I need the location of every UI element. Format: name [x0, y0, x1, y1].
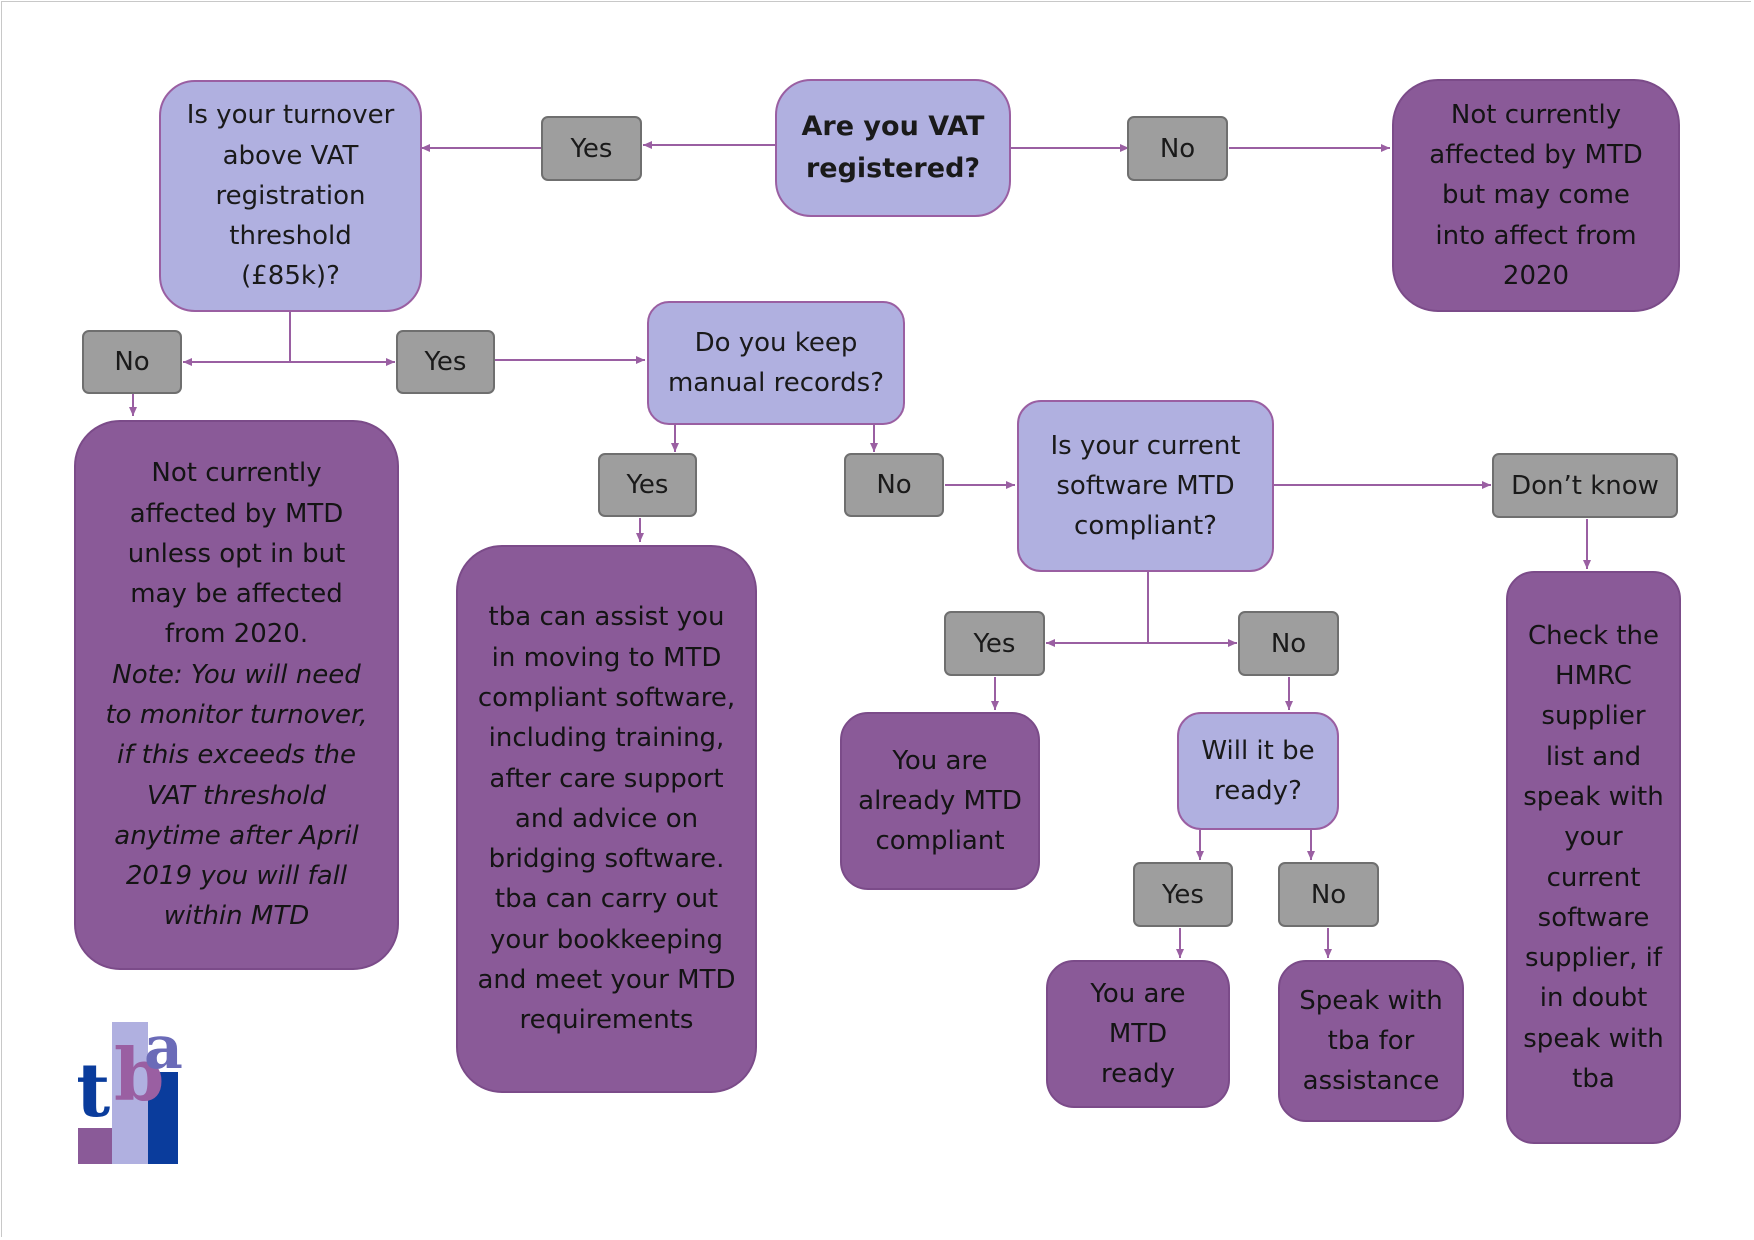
answer-vat-no: No	[1127, 116, 1228, 181]
answer-software-dontknow: Don’t know	[1492, 453, 1678, 518]
question-turnover-text: Is your turnover above VAT registration …	[186, 100, 395, 292]
svg-text:b: b	[114, 1032, 164, 1117]
answer-ready-yes: Yes	[1133, 862, 1233, 927]
answer-manual-yes: Yes	[598, 453, 697, 517]
outcome-not-affected-opt-in: Not currently affected by MTD unless opt…	[74, 420, 399, 970]
outcome-already-compliant: You are already MTD compliant	[840, 712, 1040, 890]
outcome-check-hmrc: Check the HMRC supplier list and speak w…	[1506, 571, 1681, 1144]
answer-label: No	[1159, 133, 1196, 164]
tba-logo: t b a	[76, 1013, 183, 1164]
answer-label: Yes	[570, 133, 613, 164]
outcome-already-compliant-text: You are already MTD compliant	[858, 745, 1022, 857]
answer-label: No	[1270, 628, 1307, 659]
outcome-mtd-ready-text: You are MTD ready	[1090, 978, 1186, 1090]
outcome-speak-tba: Speak with tba for assistance	[1278, 960, 1464, 1122]
question-vat-registered: Are you VAT registered?	[775, 79, 1011, 217]
svg-text:a: a	[144, 1018, 182, 1083]
answer-label: No	[876, 470, 912, 500]
outcome-not-affected-2020-text: Not currently affected by MTD but may co…	[1429, 99, 1643, 291]
outcome-speak-tba-text: Speak with tba for assistance	[1299, 985, 1443, 1097]
question-software-compliant-text: Is your current software MTD compliant?	[1050, 430, 1241, 542]
answer-label: Yes	[1162, 879, 1204, 910]
answer-software-yes: Yes	[944, 611, 1045, 676]
answer-software-no: No	[1238, 611, 1339, 676]
question-turnover: Is your turnover above VAT registration …	[159, 80, 422, 312]
outcome-tba-assist-text: tba can assist you in moving to MTD comp…	[477, 602, 736, 1036]
answer-label: Yes	[626, 470, 669, 500]
outcome-mtd-ready: You are MTD ready	[1046, 960, 1230, 1108]
outcome-note-text: Note: You will need to monitor turnover,…	[105, 659, 368, 932]
question-will-it-be-ready-text: Will it be ready?	[1201, 735, 1315, 806]
answer-label: Yes	[973, 628, 1016, 659]
question-software-compliant: Is your current software MTD compliant?	[1017, 400, 1274, 572]
answer-label: No	[114, 347, 150, 377]
outcome-not-affected-2020: Not currently affected by MTD but may co…	[1392, 79, 1680, 312]
answer-label: Don’t know	[1511, 470, 1659, 501]
question-vat-registered-text: Are you VAT registered?	[801, 111, 985, 184]
question-manual-records-text: Do you keep manual records?	[667, 327, 885, 398]
question-manual-records: Do you keep manual records?	[647, 301, 905, 425]
answer-manual-no: No	[844, 453, 944, 517]
answer-turnover-no: No	[82, 330, 182, 394]
outcome-check-hmrc-text: Check the HMRC supplier list and speak w…	[1523, 620, 1664, 1094]
answer-turnover-yes: Yes	[396, 330, 495, 394]
outcome-tba-assist: tba can assist you in moving to MTD comp…	[456, 545, 757, 1093]
answer-label: No	[1310, 879, 1347, 910]
answer-vat-yes: Yes	[541, 116, 642, 181]
answer-label: Yes	[424, 347, 467, 377]
question-will-it-be-ready: Will it be ready?	[1177, 712, 1339, 830]
tba-logo-graphic: t b a	[76, 1013, 183, 1164]
svg-text:t: t	[78, 1048, 110, 1134]
outcome-not-affected-opt-in-text: Not currently affected by MTD unless opt…	[127, 458, 346, 650]
answer-ready-no: No	[1278, 862, 1379, 927]
